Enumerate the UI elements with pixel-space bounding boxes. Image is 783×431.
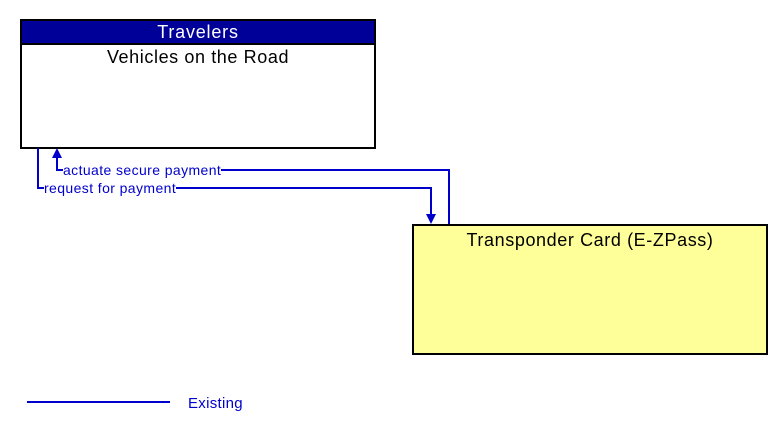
flow-line-actuate-horizontal (56, 169, 450, 171)
legend-existing-line (27, 401, 170, 403)
flow-line-actuate-vertical-right (448, 169, 450, 224)
flow-label-request-for-payment[interactable]: request for payment (44, 180, 177, 196)
flow-line-request-vertical-right (430, 187, 432, 215)
entity-box-transponder-card[interactable]: Transponder Card (E-ZPass) (412, 224, 768, 355)
flow-line-request-horizontal (37, 187, 432, 189)
entity-title-vehicles-on-the-road: Vehicles on the Road (106, 47, 290, 67)
flow-label-actuate-secure-payment[interactable]: actuate secure payment (63, 162, 222, 178)
flow-line-actuate-vertical-left (56, 156, 58, 171)
arrow-up-icon (52, 148, 62, 158)
flow-line-request-vertical-left (37, 148, 39, 189)
legend-existing-label: Existing (188, 395, 243, 412)
entity-header-travelers: Travelers (22, 21, 374, 45)
entity-title-transponder-card: Transponder Card (E-ZPass) (466, 230, 714, 250)
entity-box-travelers[interactable]: Travelers Vehicles on the Road (20, 19, 376, 149)
arrow-down-icon (426, 214, 436, 224)
